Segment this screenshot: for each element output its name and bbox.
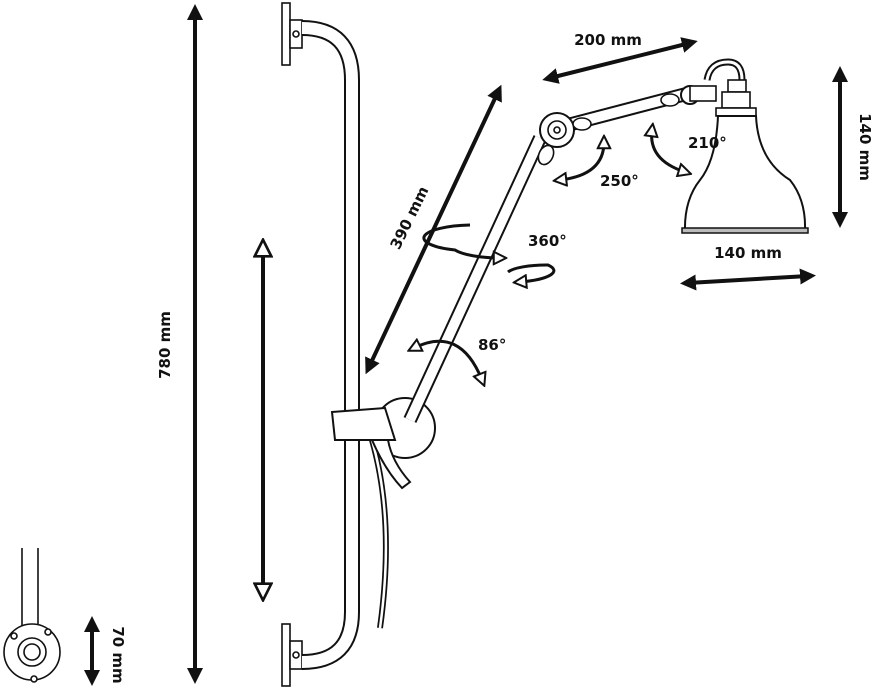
elbow-angle-arrow (560, 142, 604, 180)
upper-arm (539, 85, 717, 148)
wall-rail (281, 2, 360, 687)
rotation-label: 360° (528, 232, 567, 250)
wall-plate-detail (3, 548, 61, 683)
base-angle-label: 86° (478, 336, 506, 354)
elbow-angle-label: 250° (600, 172, 639, 190)
shade-height-label: 140 mm (856, 113, 874, 181)
head-angle-arrow (652, 130, 685, 172)
shade-width-arrow (680, 268, 816, 291)
upper-arm-label: 200 mm (574, 31, 642, 49)
rotation-arrow (422, 223, 556, 282)
base-angle-arrow (414, 341, 482, 380)
shade-width-label: 140 mm (714, 244, 782, 262)
lamp-shade (681, 58, 809, 234)
height-label: 780 mm (156, 311, 174, 379)
upper-arm-dimension-arrow (542, 37, 698, 84)
wall-plate-label: 70 mm (109, 626, 127, 683)
head-angle-label: 210° (688, 134, 727, 152)
